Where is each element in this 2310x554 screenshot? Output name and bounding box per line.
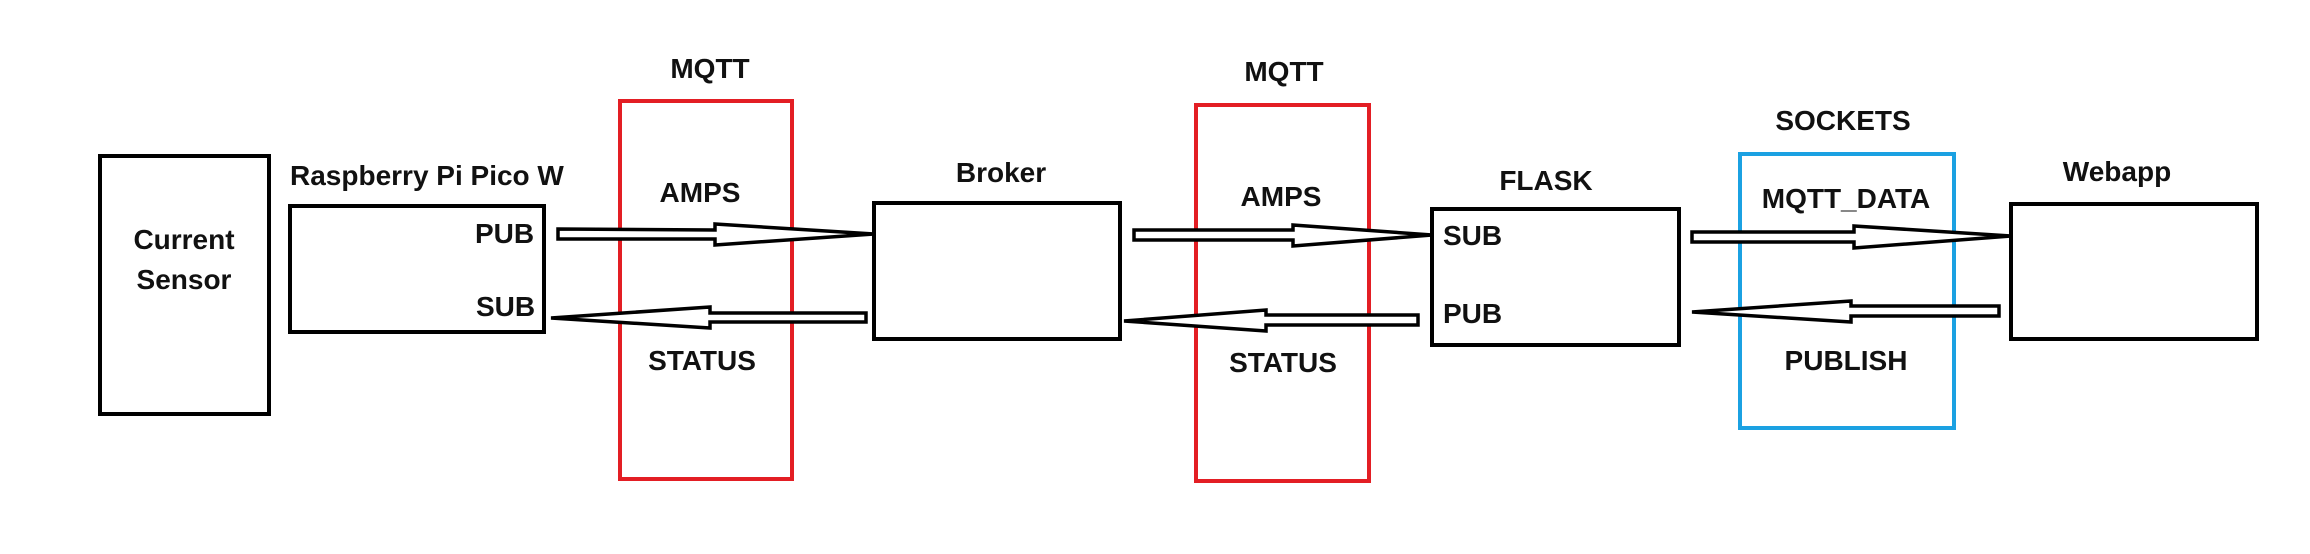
flask-pub-label: PUB xyxy=(1443,298,1502,329)
webapp-title: Webapp xyxy=(2063,156,2171,187)
pico-sub-label: SUB xyxy=(476,291,535,322)
arrow-webapp-to-flask xyxy=(1691,299,2001,324)
mqtt-1-title: MQTT xyxy=(670,53,749,84)
broker-title: Broker xyxy=(956,157,1046,188)
sockets-forward-label: MQTT_DATA xyxy=(1762,183,1931,214)
broker-box xyxy=(872,201,1122,341)
current-sensor-label-line2: Sensor xyxy=(137,264,232,295)
sockets-group-box xyxy=(1738,152,1956,430)
mqtt-2-forward-label: AMPS xyxy=(1241,181,1322,212)
mqtt-1-forward-label: AMPS xyxy=(660,177,741,208)
mqtt-2-title: MQTT xyxy=(1244,56,1323,87)
arrow-pico-to-broker xyxy=(556,222,875,247)
arrow-flask-to-webapp xyxy=(1690,224,2012,250)
arrow-broker-to-flask xyxy=(1132,223,1433,248)
pico-pub-label: PUB xyxy=(475,218,534,249)
mqtt-2-back-label: STATUS xyxy=(1229,347,1337,378)
flask-sub-label: SUB xyxy=(1443,220,1502,251)
mqtt-2-group-box xyxy=(1194,103,1371,483)
arrow-broker-to-pico xyxy=(550,305,868,330)
sockets-title: SOCKETS xyxy=(1775,105,1910,136)
flask-title: FLASK xyxy=(1499,165,1592,196)
webapp-box xyxy=(2009,202,2259,341)
flask-box xyxy=(1430,207,1681,347)
current-sensor-label-line1: Current xyxy=(133,224,234,255)
arrow-flask-to-broker xyxy=(1123,308,1420,333)
sockets-back-label: PUBLISH xyxy=(1785,345,1908,376)
mqtt-1-group-box xyxy=(618,99,794,481)
pico-title: Raspberry Pi Pico W xyxy=(290,160,564,191)
current-sensor-box xyxy=(98,154,271,416)
mqtt-1-back-label: STATUS xyxy=(648,345,756,376)
pico-box xyxy=(288,204,546,334)
